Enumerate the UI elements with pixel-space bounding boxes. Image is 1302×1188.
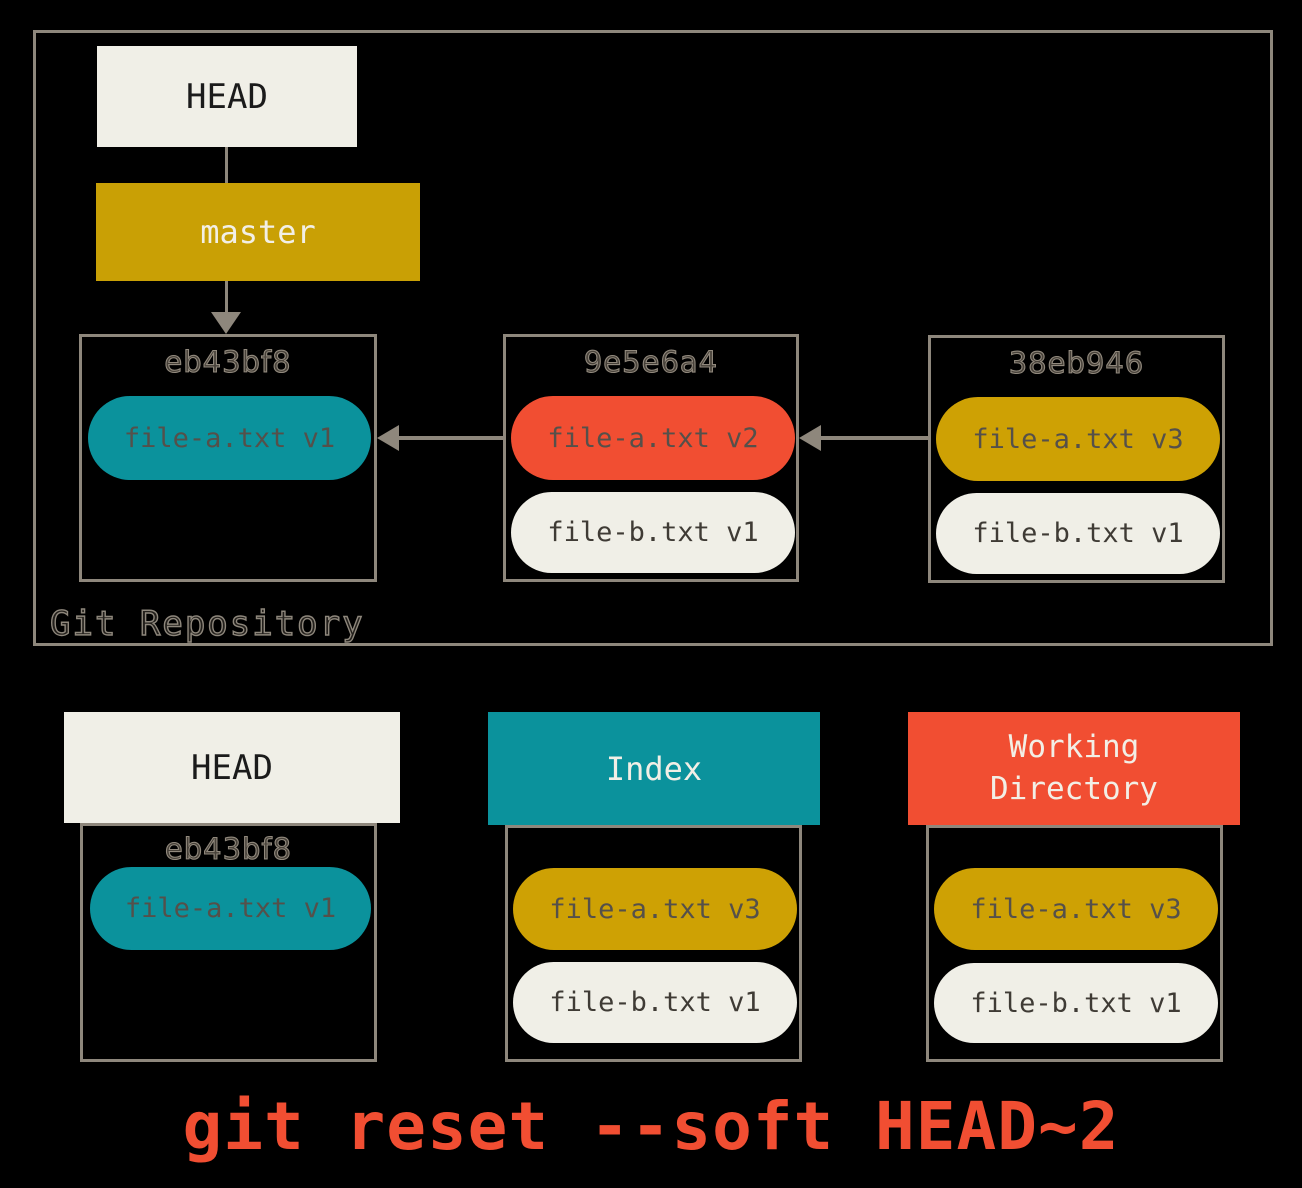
caption-command: git reset --soft HEAD~2 (182, 1088, 1120, 1165)
file-pill: file-a.txt v3 (936, 397, 1220, 481)
file-pill-label: file-b.txt v1 (549, 987, 761, 1018)
area-index-header: Index (488, 712, 820, 825)
master-to-commit-connector (225, 281, 228, 314)
arrow-38eb946-to-9e5e6a4 (820, 436, 928, 440)
file-pill: file-b.txt v1 (511, 492, 795, 573)
git-repository-label: Git Repository (49, 603, 365, 644)
file-pill: file-a.txt v3 (513, 868, 797, 950)
arrow-left-icon (799, 425, 821, 451)
arrow-9e5e6a4-to-eb43bf8 (398, 436, 503, 440)
file-pill-label: file-b.txt v1 (972, 518, 1184, 549)
file-pill-label: file-b.txt v1 (970, 987, 1182, 1019)
arrow-down-icon (211, 312, 241, 334)
area-index-body: file-a.txt v3 file-b.txt v1 (505, 825, 802, 1062)
file-pill-label: file-a.txt v3 (970, 893, 1182, 925)
file-pill: file-b.txt v1 (513, 962, 797, 1043)
git-repository-box (33, 30, 1273, 646)
area-working-directory-body: file-a.txt v3 file-b.txt v1 (926, 825, 1223, 1062)
commit-hash: eb43bf8 (164, 831, 293, 866)
area-working-directory-title: Working Directory (990, 728, 1158, 807)
file-pill: file-b.txt v1 (934, 963, 1218, 1043)
arrow-left-icon (377, 425, 399, 451)
file-pill-label: file-a.txt v1 (124, 893, 337, 924)
head-ref-box: HEAD (97, 46, 357, 147)
area-head-title: HEAD (191, 747, 273, 788)
master-branch-label: master (200, 213, 316, 251)
file-pill-label: file-a.txt v3 (549, 893, 761, 925)
file-pill-label: file-b.txt v1 (547, 517, 759, 548)
commit-hash: 9e5e6a4 (583, 344, 719, 379)
file-pill: file-a.txt v1 (88, 396, 371, 480)
commit-hash: eb43bf8 (164, 344, 292, 379)
commit-box-38eb946: 38eb946 file-a.txt v3 file-b.txt v1 (928, 335, 1225, 583)
head-ref-label: HEAD (186, 76, 268, 117)
master-branch-box: master (96, 183, 420, 281)
file-pill: file-a.txt v2 (511, 396, 795, 480)
file-pill-label: file-a.txt v3 (972, 423, 1184, 455)
file-pill: file-a.txt v1 (90, 867, 371, 950)
head-to-master-connector (225, 147, 228, 183)
file-pill-label: file-a.txt v2 (547, 422, 759, 454)
file-pill: file-a.txt v3 (934, 868, 1218, 950)
area-head-header: HEAD (64, 712, 400, 823)
commit-hash: 38eb946 (1008, 345, 1145, 380)
file-pill: file-b.txt v1 (936, 493, 1220, 574)
commit-box-9e5e6a4: 9e5e6a4 file-a.txt v2 file-b.txt v1 (503, 334, 799, 582)
area-working-directory-header: Working Directory (908, 712, 1240, 825)
area-index-title: Index (605, 749, 703, 788)
file-pill-label: file-a.txt v1 (123, 422, 336, 454)
area-head-body: eb43bf8 file-a.txt v1 (80, 823, 377, 1062)
commit-box-eb43bf8: eb43bf8 file-a.txt v1 (79, 334, 377, 582)
